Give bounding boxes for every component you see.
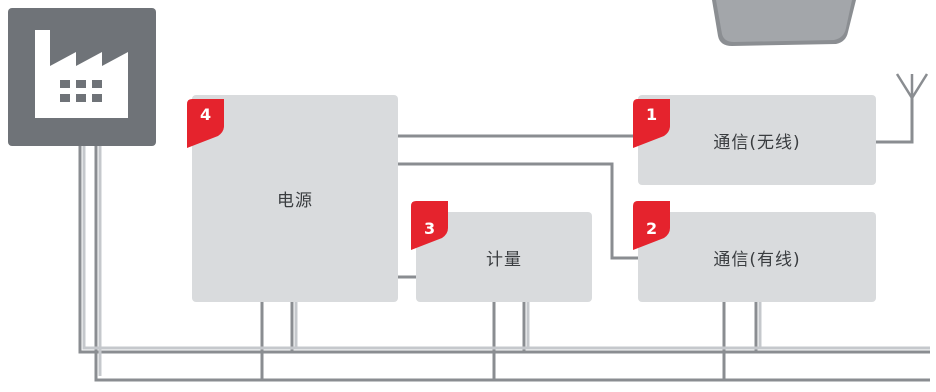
badge-metering: 3 xyxy=(408,198,450,250)
badge-number: 2 xyxy=(646,219,658,238)
meter-device-icon xyxy=(712,0,856,46)
factory-panel xyxy=(8,8,156,146)
badge-comm-wired: 2 xyxy=(630,198,672,250)
badge-power: 4 xyxy=(184,96,226,148)
metering-label: 计量 xyxy=(486,249,522,270)
comm-wired-label: 通信(有线) xyxy=(713,249,801,270)
wire-power-to-wired xyxy=(398,162,638,260)
comm-wireless-block: 通信(无线) xyxy=(638,95,876,185)
power-label: 电源 xyxy=(277,191,313,211)
badge-number: 4 xyxy=(200,105,212,124)
badge-number: 1 xyxy=(646,105,658,124)
badge-number: 3 xyxy=(424,219,436,238)
wire-factory-bus-top xyxy=(78,146,930,354)
wire-factory-bus-bottom xyxy=(94,146,930,382)
comm-wired-block: 通信(有线) xyxy=(638,212,876,302)
antenna-icon xyxy=(895,73,929,101)
factory-icon xyxy=(35,30,128,118)
badge-comm-wireless: 1 xyxy=(630,96,672,148)
wire-wireless-to-antenna xyxy=(876,96,914,144)
power-block: 电源 xyxy=(192,95,398,302)
comm-wireless-label: 通信(无线) xyxy=(713,132,801,153)
